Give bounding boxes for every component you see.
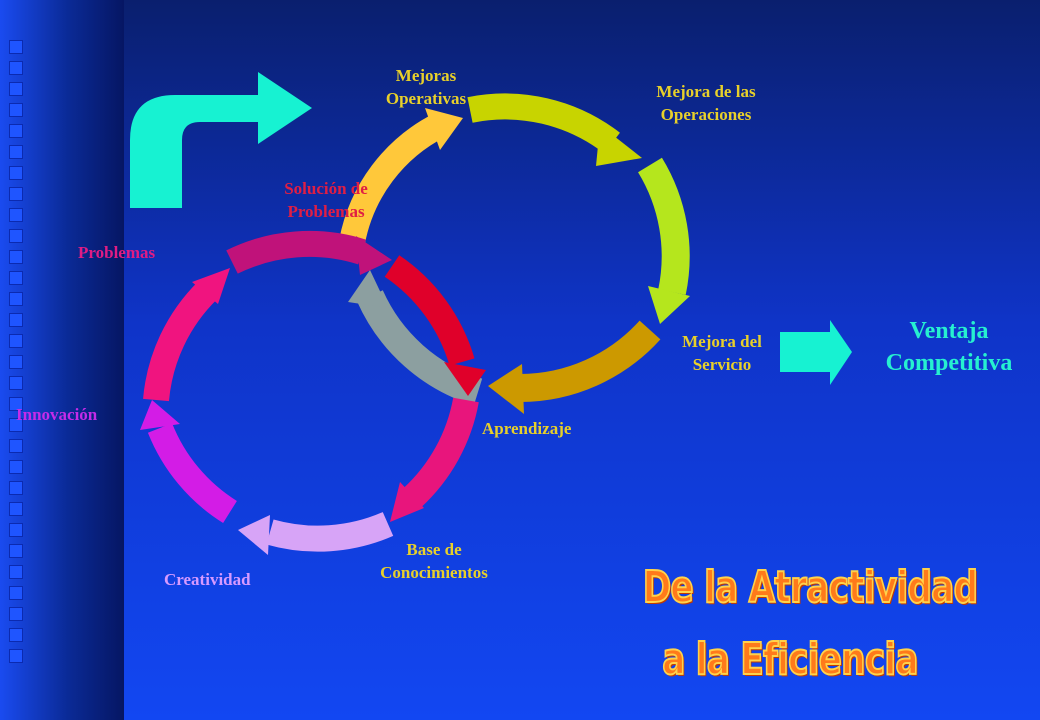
decor-square	[9, 208, 23, 222]
arrowhead-gold	[488, 364, 524, 414]
decor-square	[9, 166, 23, 180]
arc-lavender	[266, 511, 394, 552]
decor-square	[9, 40, 23, 54]
decor-square	[9, 649, 23, 663]
arc-red	[384, 255, 475, 366]
label-solucion-problemas: Solución de Problemas	[284, 179, 368, 221]
arrowhead-pink	[390, 482, 424, 522]
arrowhead-lavender	[238, 515, 270, 555]
decor-square	[9, 523, 23, 537]
title-line-1: De la Atractividad	[642, 561, 979, 614]
label-innovacion: Innovación	[16, 405, 98, 424]
arrowhead-hotpink	[192, 268, 230, 304]
arc-magenta	[147, 422, 238, 524]
decor-square	[9, 271, 23, 285]
decor-square	[9, 334, 23, 348]
decor-square	[9, 481, 23, 495]
side-band	[0, 0, 124, 720]
decor-square	[9, 544, 23, 558]
decor-square	[9, 103, 23, 117]
arrowhead-plum	[356, 236, 392, 275]
label-mejora-operaciones: Mejora de las Operaciones	[656, 82, 756, 124]
decor-square	[9, 187, 23, 201]
label-base-conocimientos: Base de Conocimientos	[380, 540, 488, 582]
arc-pink	[403, 397, 479, 508]
label-mejoras-operativas: Mejoras Operativas	[385, 66, 467, 108]
decor-square	[9, 355, 23, 369]
decor-square	[9, 250, 23, 264]
arc-green	[637, 157, 690, 295]
decor-square	[9, 376, 23, 390]
label-mejora-servicio: Mejora del Servicio	[682, 332, 762, 374]
decor-square	[9, 628, 23, 642]
arrowhead-yellow	[425, 108, 463, 150]
decor-square	[9, 502, 23, 516]
arc-hotpink	[143, 280, 218, 402]
arrowhead-red	[444, 362, 486, 396]
decor-square	[9, 313, 23, 327]
decor-square	[9, 418, 23, 432]
decor-square	[9, 82, 23, 96]
arrowhead-lime	[596, 125, 642, 166]
arc-lime	[467, 93, 620, 154]
decor-square	[9, 61, 23, 75]
decor-square	[9, 229, 23, 243]
arc-gold	[519, 320, 661, 402]
arc-yellow	[339, 113, 447, 245]
square-column	[9, 40, 25, 670]
decor-square	[9, 124, 23, 138]
right-arrow-icon	[780, 320, 852, 385]
arc-plum	[226, 230, 366, 274]
label-problemas: Problemas	[78, 243, 156, 262]
label-aprendizaje: Aprendizaje	[482, 419, 572, 438]
decor-square	[9, 145, 23, 159]
decor-square	[9, 292, 23, 306]
decor-square	[9, 586, 23, 600]
bent-arrow-icon	[130, 72, 312, 208]
decor-square	[9, 397, 23, 411]
arrowhead-magenta	[140, 400, 180, 430]
label-creatividad: Creatividad	[164, 570, 251, 589]
decor-square	[9, 565, 23, 579]
decor-square	[9, 439, 23, 453]
label-ventaja-competitiva: Ventaja Competitiva	[885, 318, 1013, 376]
arrowhead-gray	[348, 270, 388, 308]
decor-square	[9, 607, 23, 621]
title-line-2: a la Eficiencia	[661, 633, 919, 686]
arrowhead-green	[648, 286, 690, 324]
decor-square	[9, 460, 23, 474]
